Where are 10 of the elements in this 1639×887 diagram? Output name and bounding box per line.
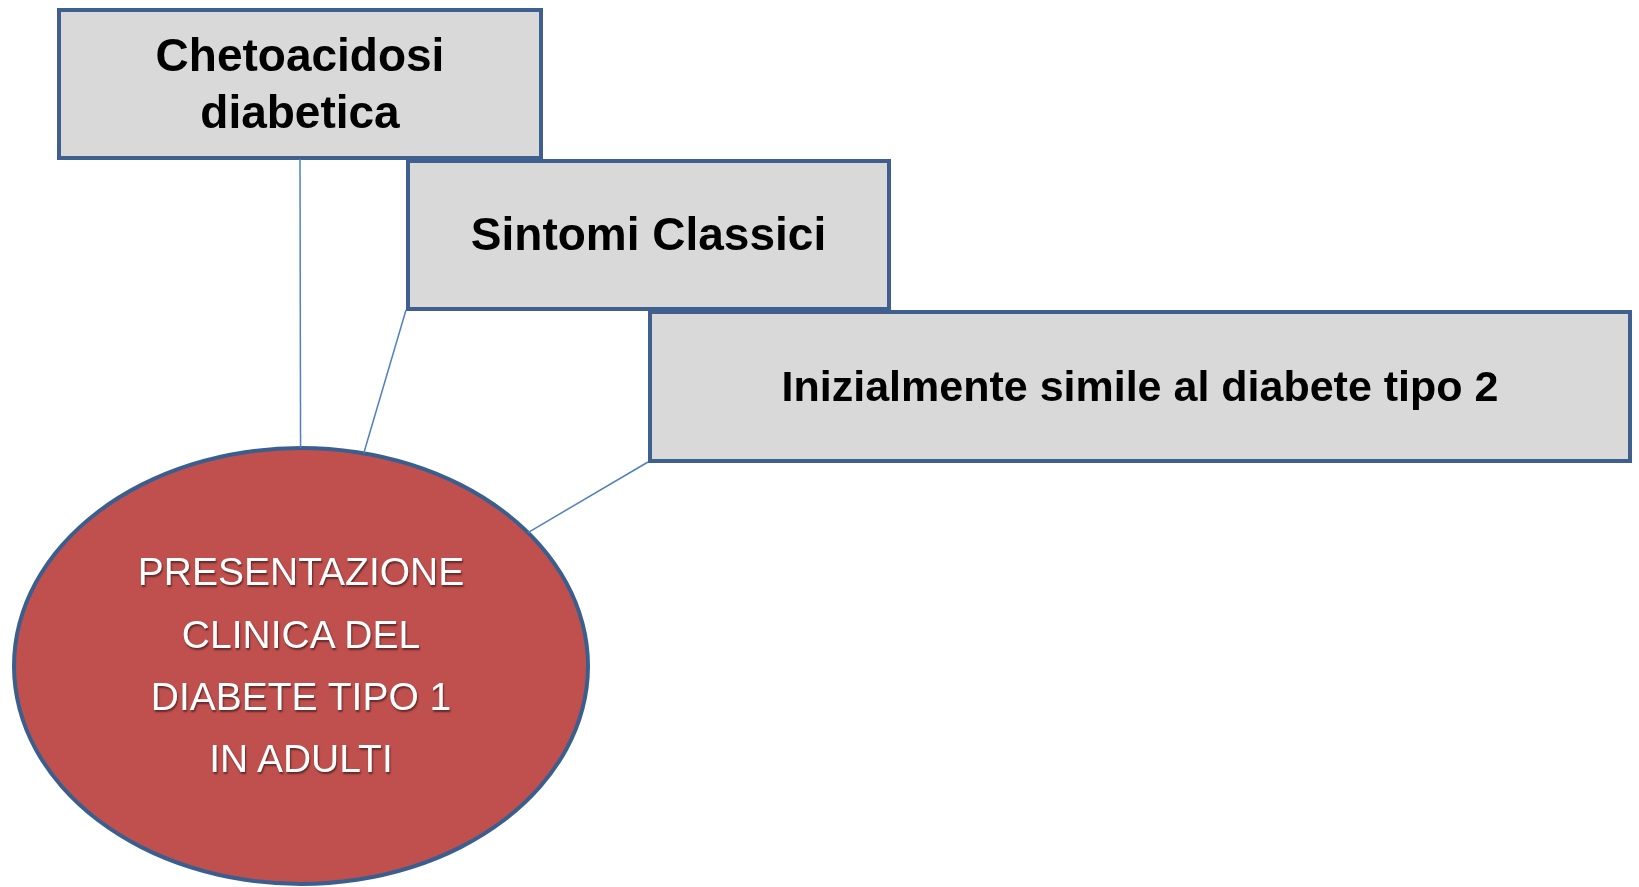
box-label: Chetoacidosi diabetica [154, 27, 446, 140]
text-box [406, 159, 891, 311]
box-label: Sintomi Classici [470, 207, 827, 263]
connector-line [527, 461, 649, 534]
text-box [648, 310, 1632, 463]
connector-line [363, 309, 407, 454]
connector-line [299, 158, 302, 449]
ellipse-label: PRESENTAZIONE CLINICA DEL DIABETE TIPO 1 IN ADULTI [136, 549, 466, 783]
box-label: Inizialmente simile al diabete tipo 2 [781, 360, 1499, 412]
text-box [57, 8, 543, 160]
